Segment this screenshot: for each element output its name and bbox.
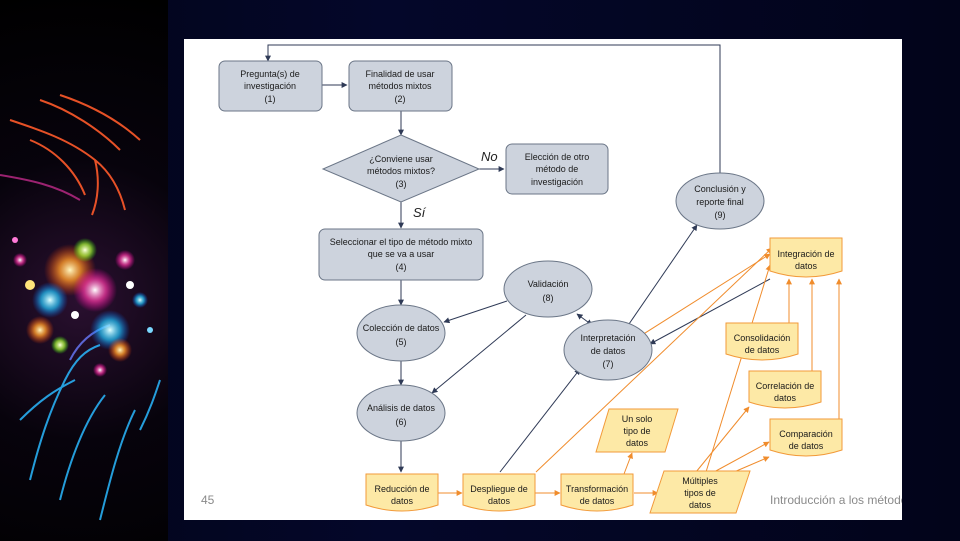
node-analisis-datos: Análisis de datos(6) [356, 384, 446, 442]
hands-illustration [0, 94, 161, 521]
svg-text:Validación(8): Validación(8) [528, 279, 569, 303]
node-coleccion-datos: Colección de datos(5) [356, 304, 446, 362]
node-validacion: Validación(8) [503, 260, 593, 318]
svg-text:Análisis de datos(6): Análisis de datos(6) [367, 403, 436, 427]
branch-label-si: Sí [413, 205, 427, 220]
lower-hand-outline [19, 344, 161, 521]
footer-title: Introducción a los métodos m [770, 493, 902, 507]
branch-label-no: No [481, 149, 498, 164]
upper-hand-outline [9, 94, 141, 216]
page-number: 45 [201, 493, 215, 507]
svg-text:Colección de datos(5): Colección de datos(5) [363, 323, 440, 347]
decorative-hands-artwork [0, 0, 168, 541]
flow-connectors [265, 44, 771, 473]
